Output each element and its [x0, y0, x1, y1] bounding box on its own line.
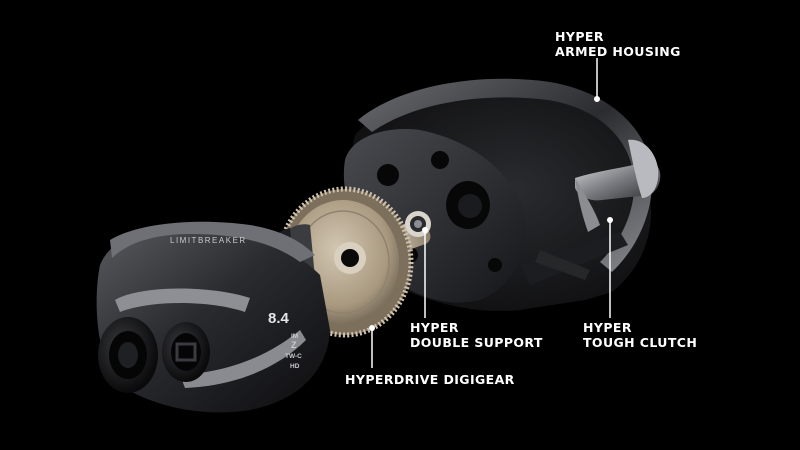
leader-armed-housing [594, 58, 600, 102]
callout-leaders [369, 58, 613, 368]
callout-double-support-line1: HYPER [410, 320, 459, 335]
callout-double-support: HYPER DOUBLE SUPPORT [410, 320, 543, 350]
reel-markings: LIMITBREAKER 8.4 IM Z TW-C HD [170, 236, 302, 370]
callout-double-support-line2: DOUBLE SUPPORT [410, 335, 543, 350]
leader-double-support [422, 227, 428, 318]
leader-tough-clutch [607, 217, 613, 318]
side-cover [96, 221, 330, 413]
leader-digigear [369, 325, 375, 368]
callout-tough-clutch-line2: TOUGH CLUTCH [583, 335, 698, 350]
brand-marking: LIMITBREAKER [170, 236, 247, 245]
callout-tough-clutch-line1: HYPER [583, 320, 632, 335]
badge-line-4: HD [290, 363, 300, 370]
gear-ratio-marking: 8.4 [268, 310, 290, 327]
callout-armed-housing-line2: ARMED HOUSING [555, 44, 681, 59]
callout-tough-clutch: HYPER TOUGH CLUTCH [583, 320, 697, 350]
badge-line-3: TW-C [285, 353, 302, 360]
badge-line-1: IM [291, 333, 298, 340]
callout-digigear: HYPERDRIVE DIGIGEAR [345, 372, 515, 387]
callout-digigear-line1: HYPERDRIVE DIGIGEAR [345, 372, 515, 387]
callout-armed-housing: HYPER ARMED HOUSING [555, 29, 681, 59]
tough-clutch [575, 139, 661, 232]
callout-armed-housing-line1: HYPER [555, 29, 604, 44]
badge-line-2: Z [291, 340, 297, 350]
